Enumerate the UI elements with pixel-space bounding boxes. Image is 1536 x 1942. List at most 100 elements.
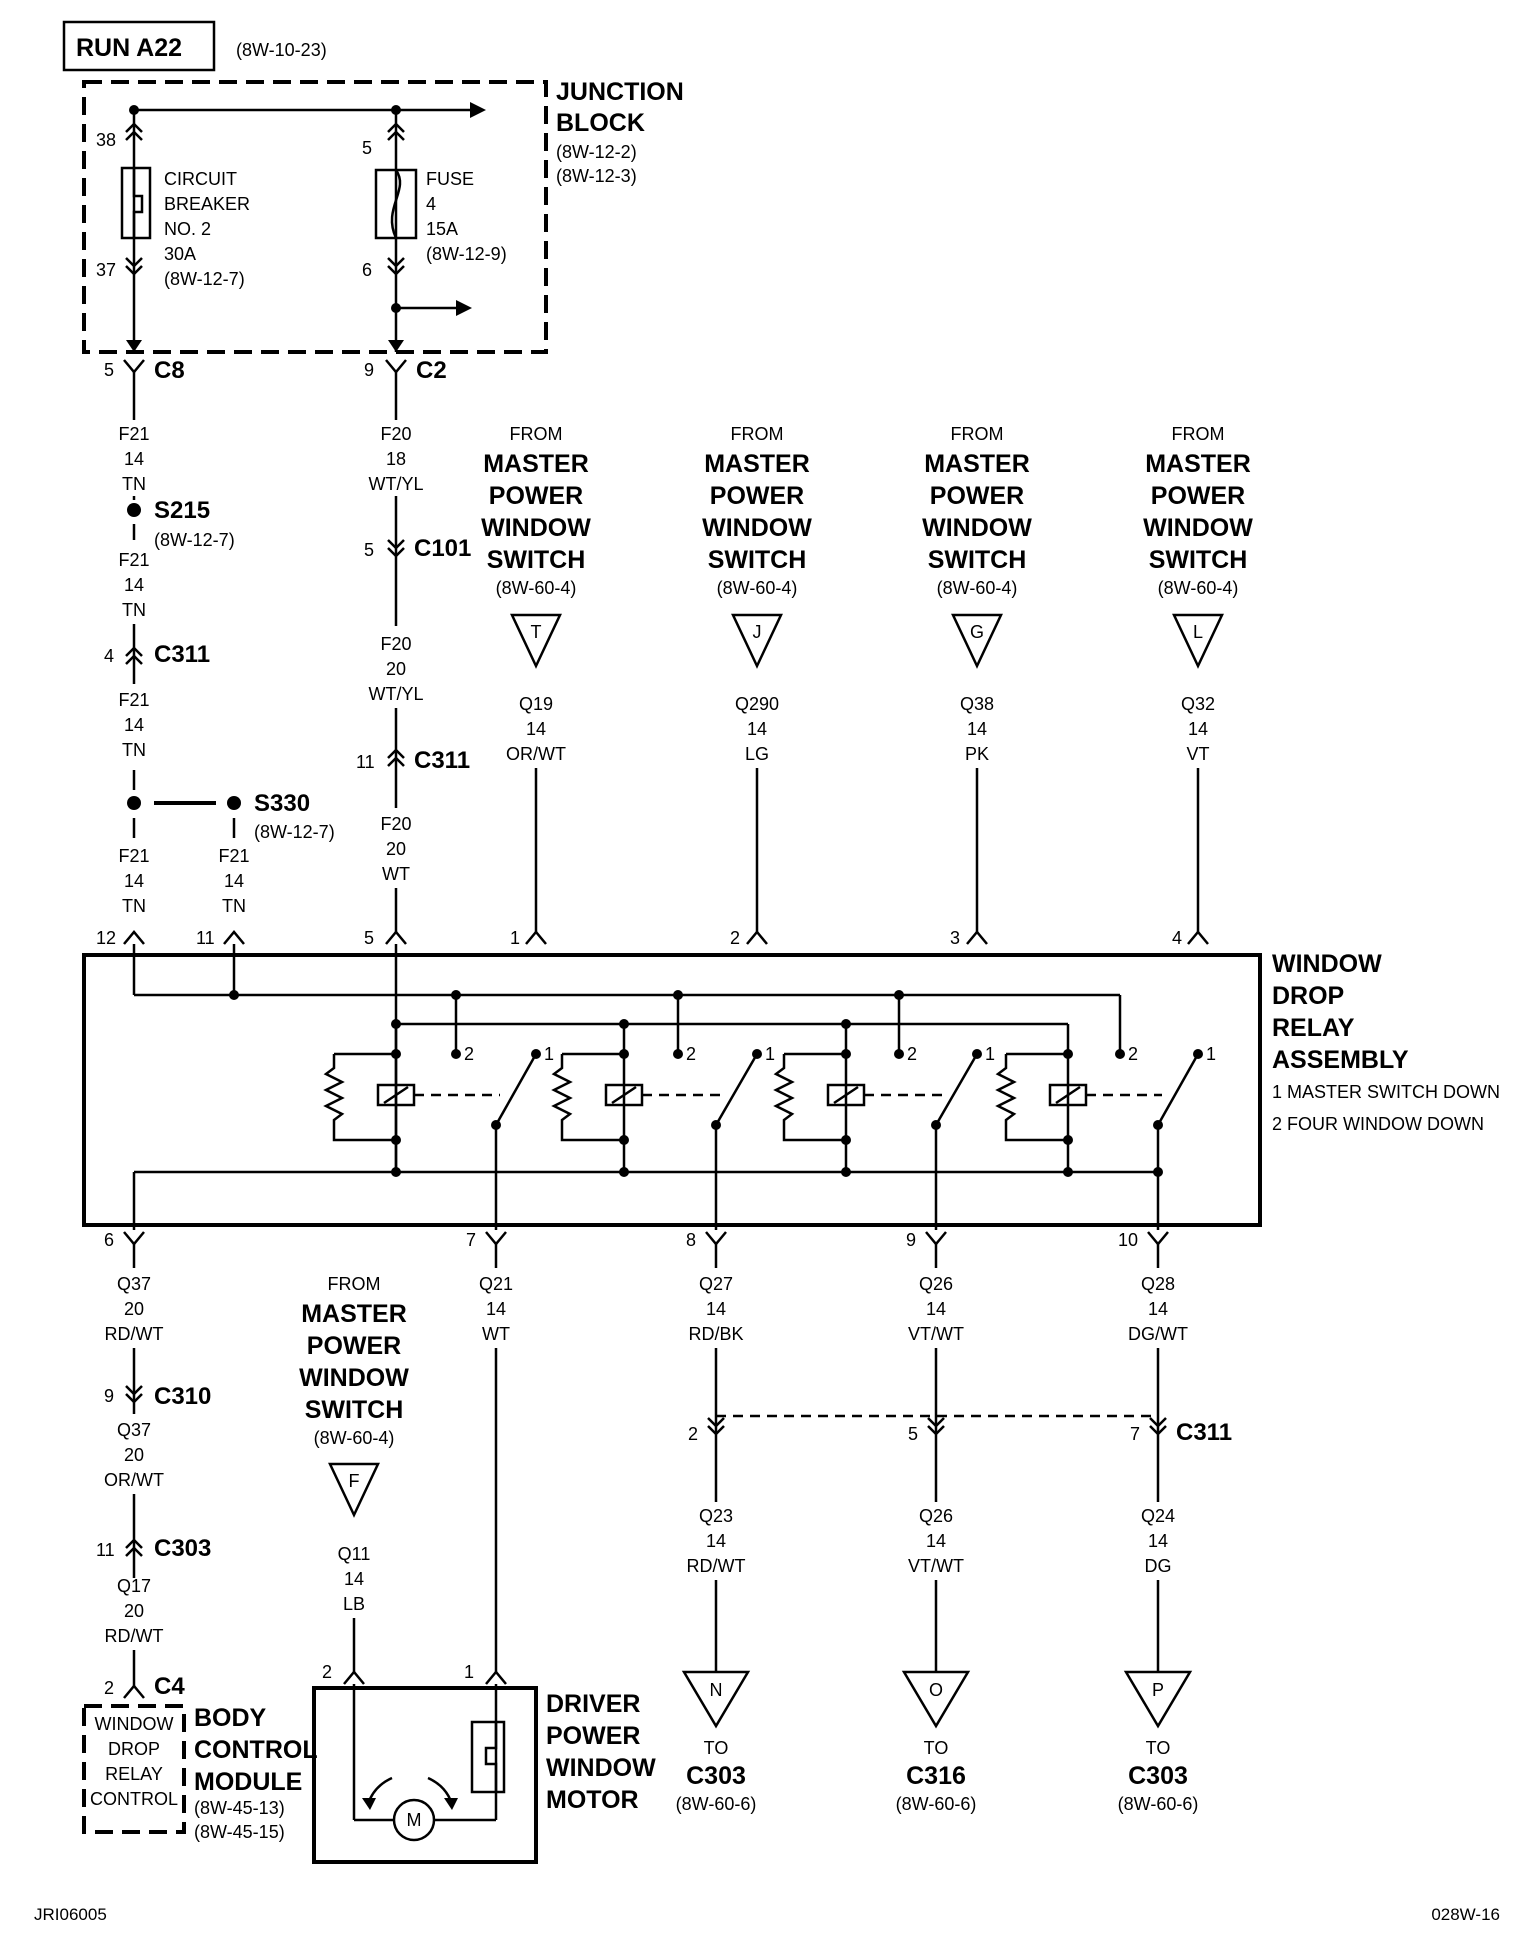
resistor-symbol	[773, 1054, 846, 1142]
ground-dot	[619, 1167, 629, 1177]
ground-dot	[391, 1167, 401, 1177]
input-pin: 4	[1172, 928, 1182, 948]
c311-label: C311	[154, 641, 210, 668]
input-flag	[510, 613, 562, 669]
destination-group: Q23 14 RD/WT N TO C303 (8W-60-6)	[676, 1506, 757, 1814]
c8-connector	[123, 359, 145, 374]
wire-label: VT/WT	[908, 1324, 964, 1344]
wire-label: 18	[386, 449, 406, 469]
from-label: FROM	[731, 424, 784, 444]
breaker-pin-out: 37	[96, 260, 116, 280]
master-switch-ref: (8W-60-4)	[717, 578, 798, 598]
destination-group: Q26 14 VT/WT O TO C316 (8W-60-6)	[896, 1506, 977, 1814]
ground-dot	[841, 1167, 851, 1177]
switch-arm	[1156, 1053, 1200, 1126]
wire-label: F20	[380, 634, 411, 654]
pin-11-label: 11	[196, 928, 215, 948]
pin-8-connector	[705, 1231, 727, 1246]
fuse-arrow	[388, 340, 404, 352]
c101-pin: 5	[364, 540, 374, 560]
rotation-arrow-head	[362, 1798, 376, 1810]
destination-ref: (8W-60-6)	[676, 1794, 757, 1814]
fuse-text-2: 4	[426, 194, 436, 214]
pin-12-connector	[123, 930, 145, 945]
c8-label: C8	[154, 357, 185, 384]
relay-unit: 2 1	[323, 995, 554, 1230]
motor-title: POWER	[546, 1722, 640, 1750]
pin-2-connector	[746, 930, 768, 945]
relay-title: WINDOW	[1272, 950, 1382, 978]
wire-label: 14	[926, 1299, 946, 1319]
pin-9-connector	[925, 1231, 947, 1246]
master-switch-title: SWITCH	[928, 546, 1027, 574]
destination-ref: (8W-60-6)	[1118, 1794, 1199, 1814]
input-letter: J	[753, 622, 762, 642]
input-group: FROM MASTER POWER WINDOW SWITCH (8W-60-4…	[481, 424, 591, 948]
c8-pin: 5	[104, 360, 114, 380]
wire-label: Q27	[699, 1274, 733, 1294]
coil-dot	[1063, 1135, 1073, 1145]
resistor-symbol	[551, 1054, 624, 1142]
contact-label: 2	[1128, 1044, 1138, 1064]
fuse-text-1: FUSE	[426, 169, 474, 189]
wire-label: VT/WT	[908, 1556, 964, 1576]
bcm-box-text: DROP	[108, 1739, 160, 1759]
breaker-arrow	[126, 340, 142, 352]
contact-label: 2	[464, 1044, 474, 1064]
wire-label: DG	[1145, 1556, 1172, 1576]
input-flag	[951, 613, 1003, 669]
wire-label: 14	[344, 1569, 364, 1589]
coil-dot	[619, 1135, 629, 1145]
rotation-arrow-head	[444, 1798, 458, 1810]
master-switch-title: POWER	[307, 1332, 401, 1360]
s215-splice	[127, 503, 141, 517]
wire-label: F21	[118, 550, 149, 570]
wire-label: TN	[122, 896, 146, 916]
c303-connector	[125, 1538, 143, 1557]
motor-pin-1: 1	[464, 1662, 474, 1682]
master-switch-title: MASTER	[924, 450, 1030, 478]
wire-label: F21	[118, 690, 149, 710]
wire-label: Q24	[1141, 1506, 1175, 1526]
destination-letter: O	[929, 1680, 943, 1700]
pin-11-connector	[223, 930, 245, 945]
relay-title: RELAY	[1272, 1014, 1355, 1042]
wire-label: 14	[1188, 719, 1208, 739]
coil-slash	[1055, 1085, 1081, 1105]
switch-arm	[934, 1053, 979, 1126]
wire-label: TN	[222, 896, 246, 916]
breaker-text-3: NO. 2	[164, 219, 211, 239]
contact-label: 1	[985, 1044, 995, 1064]
contact-dot	[894, 1049, 904, 1059]
pin-5-connector	[385, 930, 407, 945]
c310-pin: 9	[104, 1386, 114, 1406]
c311-f20-label: C311	[414, 747, 470, 774]
from-label: FROM	[328, 1274, 381, 1294]
c311-f20-connector	[387, 748, 405, 767]
c303-label: C303	[154, 1535, 211, 1562]
master-switch-title: WINDOW	[922, 514, 1032, 542]
wire-label: LG	[745, 744, 769, 764]
fuse-pin-out: 6	[362, 260, 372, 280]
input-flag	[328, 1462, 380, 1518]
destination-to: TO	[704, 1738, 729, 1758]
wire-label: 14	[124, 871, 144, 891]
master-switch-title: SWITCH	[708, 546, 807, 574]
master-switch-title: MASTER	[483, 450, 589, 478]
coil-dot	[391, 1135, 401, 1145]
wire-label: LB	[343, 1594, 365, 1614]
relay-title: ASSEMBLY	[1272, 1046, 1409, 1074]
relay-title: DROP	[1272, 982, 1344, 1010]
wire-label: Q26	[919, 1506, 953, 1526]
wire-label: F21	[118, 424, 149, 444]
fuse-pin-in: 5	[362, 138, 372, 158]
coil-slash	[383, 1085, 409, 1105]
motor-title: DRIVER	[546, 1690, 640, 1718]
contact-label: 2	[686, 1044, 696, 1064]
pin-6-connector	[123, 1231, 145, 1246]
input-pin: 2	[730, 928, 740, 948]
pin-7-connector	[485, 1231, 507, 1246]
bottom-pin-label: 6	[104, 1230, 114, 1250]
c311-connector	[707, 1417, 725, 1436]
